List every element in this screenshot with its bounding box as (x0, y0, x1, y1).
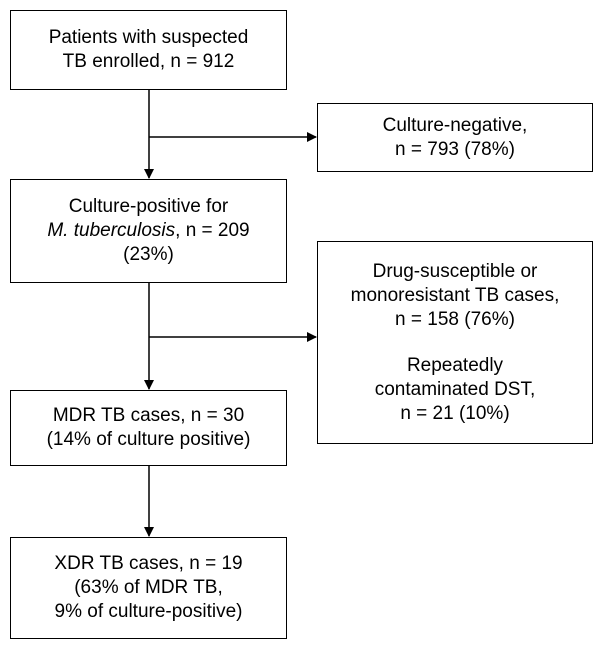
organism-name: M. tuberculosis (47, 220, 176, 241)
xdr-line-3: 9% of culture-positive) (54, 601, 243, 622)
culture-negative-line-2: n = 793 (78%) (395, 138, 515, 160)
susceptible-line-2: monoresistant TB cases, (350, 284, 560, 306)
xdr-line-2: (63% of MDR TB, (74, 577, 223, 598)
mdr-box: MDR TB cases, n = 30 (14% of culture pos… (10, 390, 287, 466)
culture-negative-line-1: Culture-negative, (382, 114, 528, 136)
susceptible-contaminated-box: Drug-susceptible or monoresistant TB cas… (317, 241, 593, 444)
enrolled-line-2: TB enrolled, n = 912 (62, 51, 235, 72)
culture-positive-count: , n = 209 (175, 220, 250, 241)
enrolled-box: Patients with suspected TB enrolled, n =… (10, 10, 287, 90)
culture-positive-line-2: M. tuberculosis, n = 209 (47, 219, 249, 243)
susceptible-line-1: Drug-susceptible or (372, 260, 538, 282)
culture-positive-line-3: (23%) (123, 244, 174, 265)
xdr-line-1: XDR TB cases, n = 19 (54, 553, 243, 574)
contaminated-line-2: contaminated DST, (374, 378, 536, 400)
mdr-line-2: (14% of culture positive) (46, 429, 251, 450)
culture-positive-line-1: Culture-positive for (68, 196, 229, 217)
culture-negative-box: Culture-negative, n = 793 (78%) (317, 103, 593, 172)
contaminated-line-3: n = 21 (10%) (400, 402, 510, 424)
xdr-box: XDR TB cases, n = 19 (63% of MDR TB, 9% … (10, 537, 287, 639)
enrolled-line-1: Patients with suspected (48, 27, 249, 48)
mdr-line-1: MDR TB cases, n = 30 (52, 405, 245, 426)
contaminated-line-1: Repeatedly (406, 354, 504, 376)
susceptible-line-3: n = 158 (76%) (395, 308, 515, 330)
culture-positive-box: Culture-positive for M. tuberculosis, n … (10, 179, 287, 283)
